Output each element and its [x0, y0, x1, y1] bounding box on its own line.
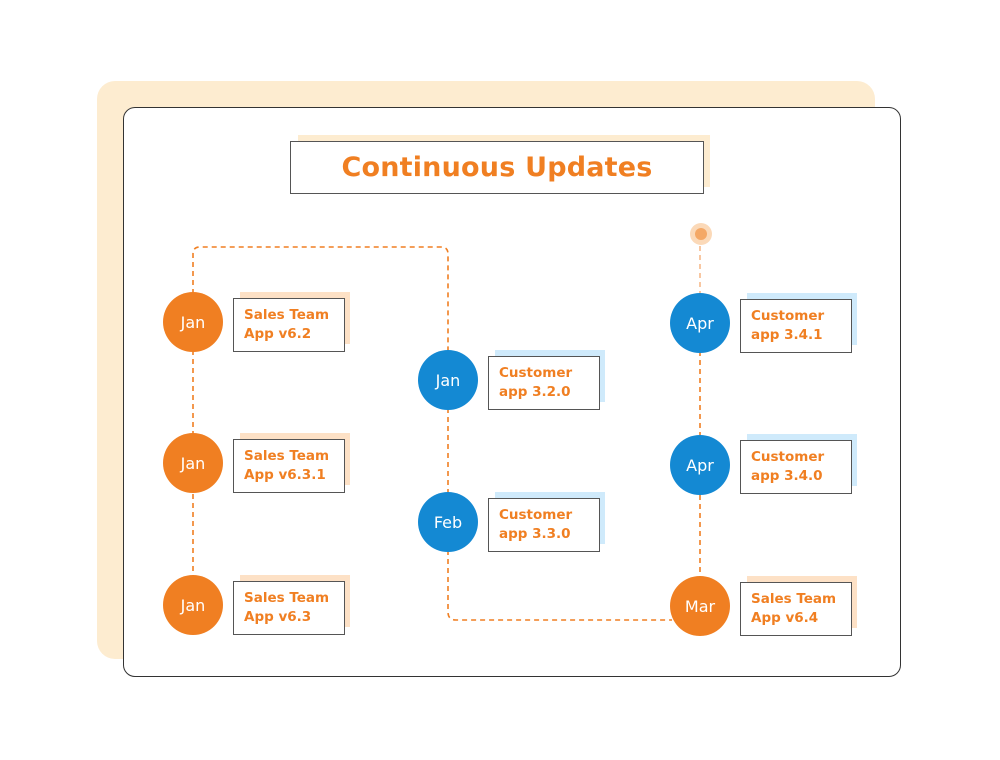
release-label: Customer app 3.2.0 — [488, 356, 600, 410]
diagram-title: Continuous Updates — [290, 141, 704, 194]
month-node: Apr — [670, 293, 730, 353]
release-label: Sales Team App v6.4 — [740, 582, 852, 636]
month-node: Jan — [163, 575, 223, 635]
release-label-line2: app 3.2.0 — [499, 384, 571, 400]
release-label: Sales Team App v6.3.1 — [233, 439, 345, 493]
month-node: Feb — [418, 492, 478, 552]
release-label-line2: App v6.3.1 — [244, 467, 326, 483]
release-label-line1: Customer — [499, 507, 573, 523]
release-label-line1: Sales Team — [244, 448, 330, 464]
release-label-line1: Customer — [751, 449, 825, 465]
release-label: Customer app 3.3.0 — [488, 498, 600, 552]
release-label-line2: App v6.4 — [751, 610, 819, 626]
month-node: Apr — [670, 435, 730, 495]
release-label-line1: Sales Team — [751, 591, 837, 607]
release-label-line1: Sales Team — [244, 307, 330, 323]
release-label-line2: App v6.3 — [244, 609, 312, 625]
release-label-line1: Customer — [751, 308, 825, 324]
timeline-end-dot-center — [695, 228, 707, 240]
month-node: Jan — [163, 433, 223, 493]
release-label: Sales Team App v6.3 — [233, 581, 345, 635]
release-label-line1: Sales Team — [244, 590, 330, 606]
month-node: Mar — [670, 576, 730, 636]
month-node: Jan — [418, 350, 478, 410]
release-label-line2: app 3.3.0 — [499, 526, 571, 542]
connector-bottom-loop — [447, 550, 672, 621]
month-node: Jan — [163, 292, 223, 352]
release-label: Sales Team App v6.2 — [233, 298, 345, 352]
release-label: Customer app 3.4.1 — [740, 299, 852, 353]
connector-top-loop — [192, 246, 449, 352]
release-label-line2: app 3.4.1 — [751, 327, 823, 343]
release-label-line1: Customer — [499, 365, 573, 381]
release-label-line2: App v6.2 — [244, 326, 312, 342]
release-label: Customer app 3.4.0 — [740, 440, 852, 494]
release-label-line2: app 3.4.0 — [751, 468, 823, 484]
